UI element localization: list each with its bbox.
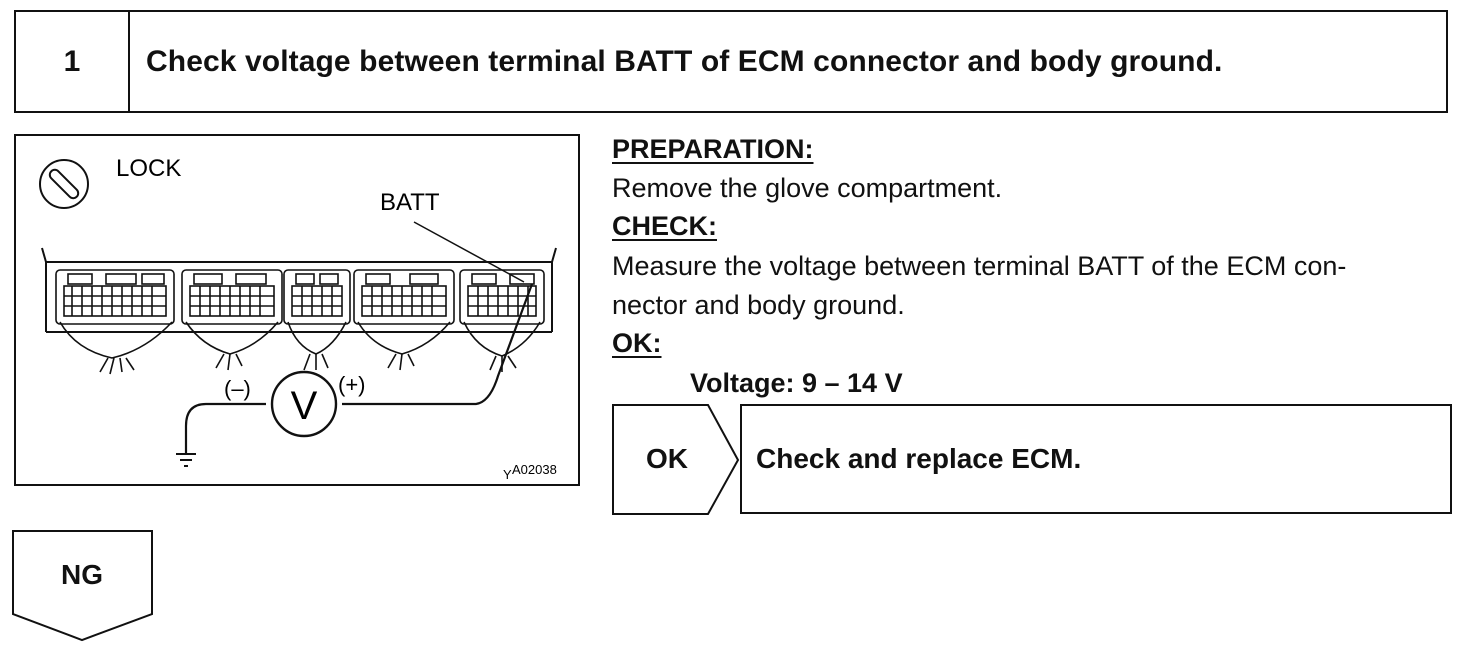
- ecm-body: [41, 247, 557, 333]
- ok-action-text: Check and replace ECM.: [756, 443, 1082, 474]
- plus-label: (+): [338, 372, 366, 397]
- connector-5: [459, 269, 545, 325]
- ok-action-box: Check and replace ECM.: [740, 404, 1452, 514]
- ng-label: NG: [61, 559, 103, 590]
- ecm-connector-illustration: LOCK BATT: [14, 134, 580, 486]
- ok-arrow-shape: [612, 404, 740, 515]
- minus-label: (–): [224, 376, 251, 401]
- wire-harnesses: [59, 321, 541, 375]
- check-text-line2: nector and body ground.: [612, 290, 905, 320]
- batt-label: BATT: [380, 189, 440, 216]
- step-title: Check voltage between terminal BATT of E…: [146, 44, 1223, 78]
- ok-heading: OK:: [612, 328, 662, 358]
- lock-label: LOCK: [116, 155, 181, 182]
- voltmeter-icon: V: [270, 370, 338, 438]
- check-heading: CHECK:: [612, 211, 717, 241]
- connector-1: [55, 269, 175, 325]
- ok-spec: Voltage: 9 – 14 V: [690, 368, 903, 398]
- ecm-connectors: [55, 269, 545, 325]
- connector-2: [181, 269, 283, 325]
- check-text-line1: Measure the voltage between terminal BAT…: [612, 251, 1347, 281]
- meter-label: V: [291, 384, 318, 428]
- test-leads: [184, 283, 534, 454]
- ignition-lock-icon: [39, 159, 89, 209]
- ok-label: OK: [646, 443, 688, 474]
- preparation-heading: PREPARATION:: [612, 134, 814, 164]
- preparation-text: Remove the glove compartment.: [612, 173, 1003, 203]
- connector-3: [283, 269, 351, 325]
- ground-symbol-icon: [176, 453, 196, 467]
- ng-arrow-shape: [12, 530, 153, 642]
- step-number: 1: [16, 12, 130, 111]
- step-header: 1 Check voltage between terminal BATT of…: [14, 10, 1448, 113]
- figure-prefix: Y: [503, 467, 512, 482]
- connector-4: [353, 269, 455, 325]
- batt-leader-line: [413, 221, 525, 283]
- figure-code: A02038: [512, 462, 557, 477]
